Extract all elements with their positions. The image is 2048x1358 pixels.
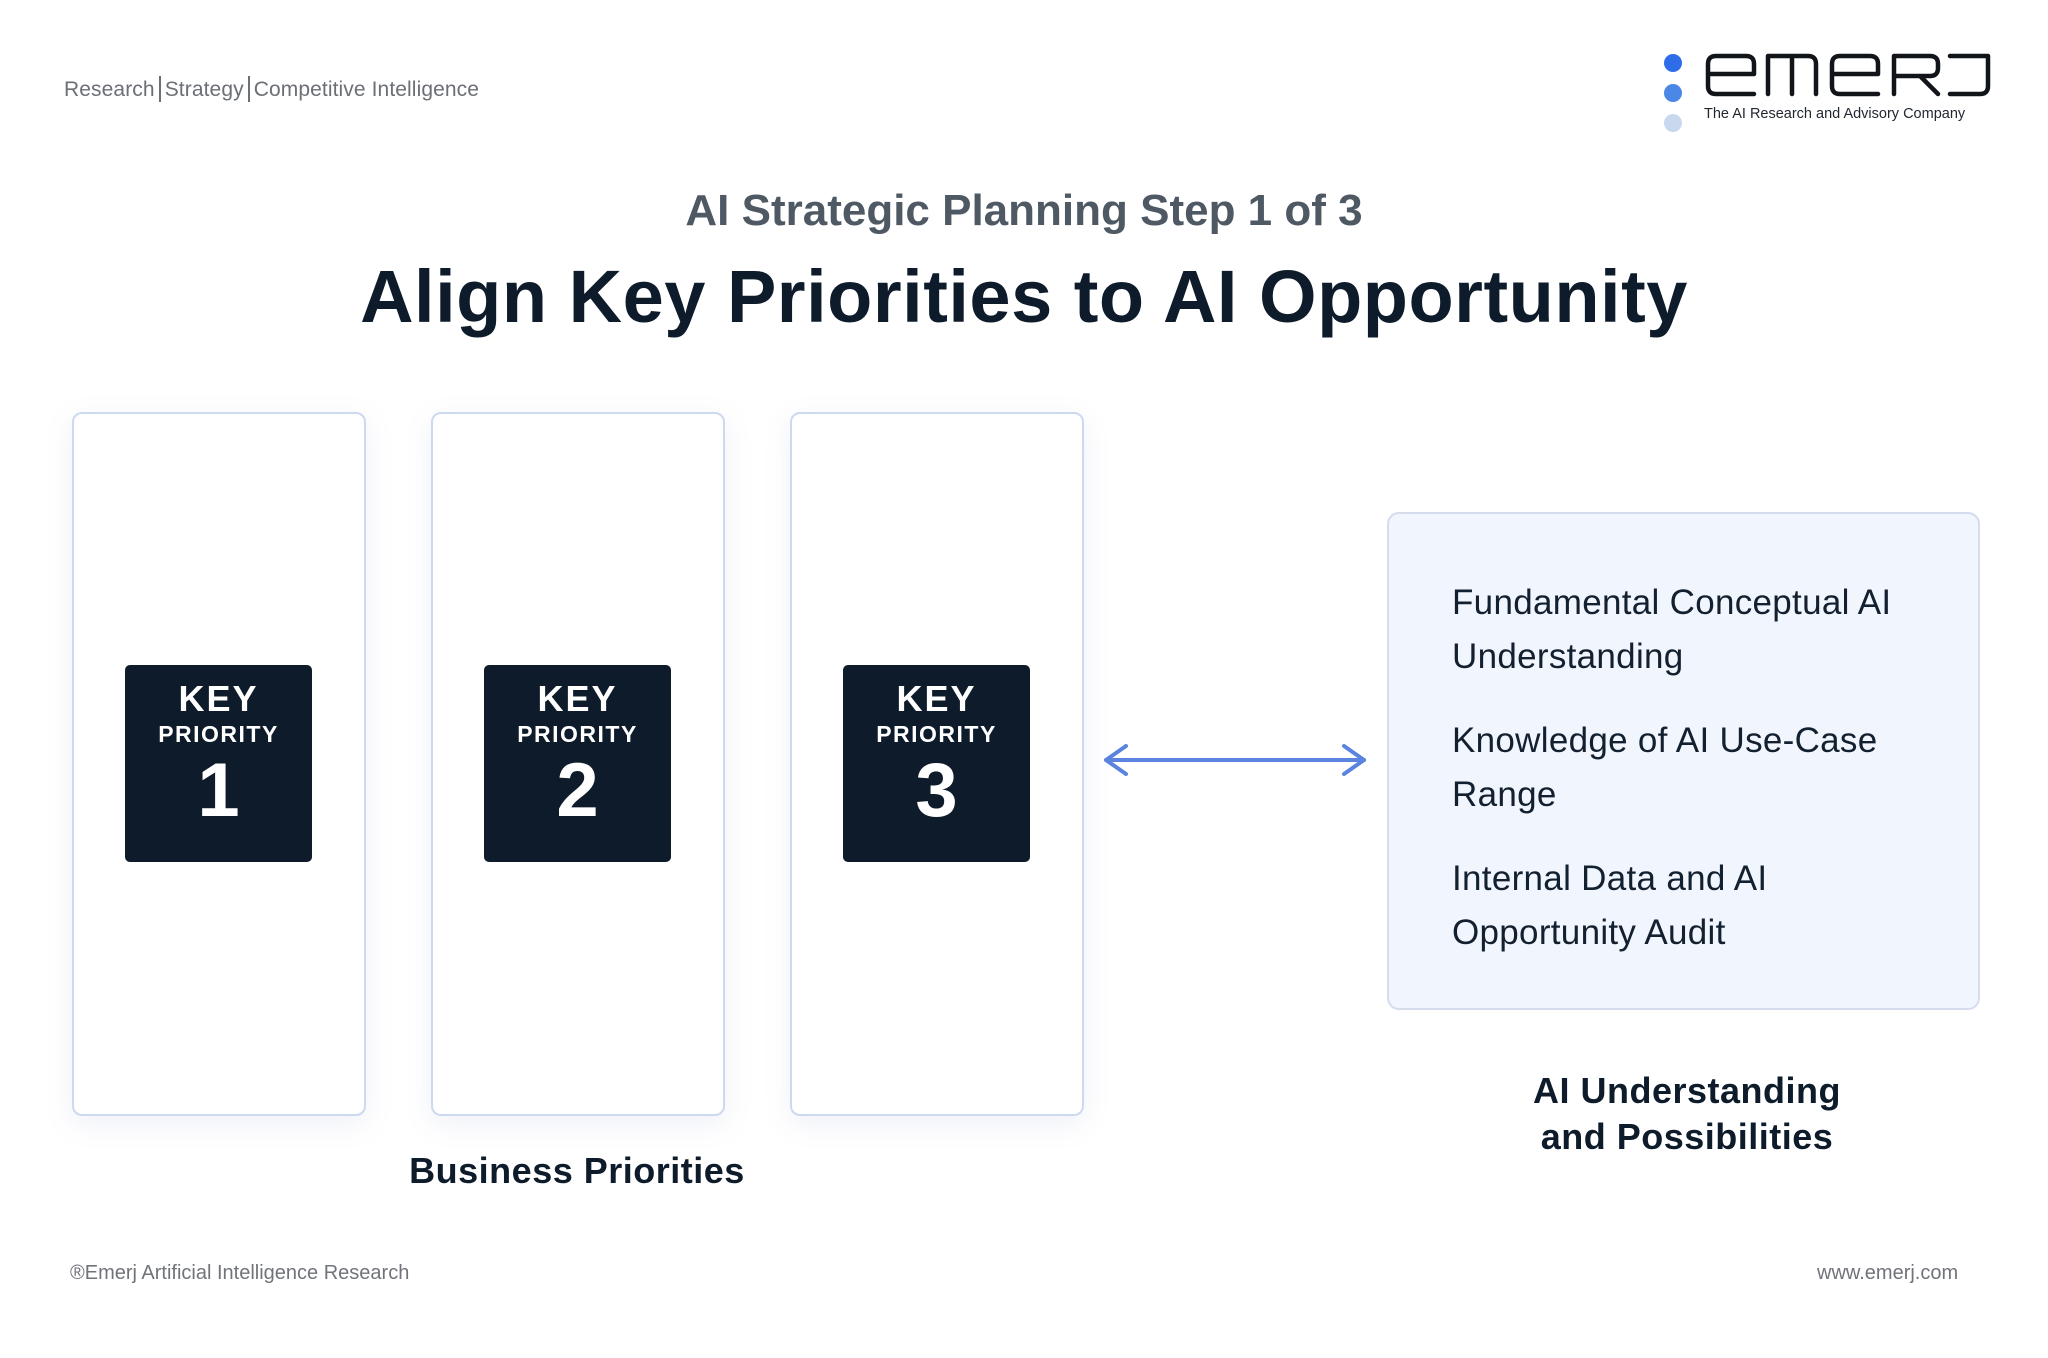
ai-understanding-label-line2: and Possibilities bbox=[1540, 1116, 1834, 1157]
business-priorities-label: Business Priorities bbox=[409, 1150, 745, 1191]
badge-priority-label: PRIORITY bbox=[158, 721, 279, 747]
badge-priority-label: PRIORITY bbox=[876, 721, 997, 747]
header-tagline: Research Strategy Competitive Intelligence bbox=[64, 76, 479, 102]
page-title: Align Key Priorities to AI Opportunity bbox=[360, 255, 1688, 338]
tagline-separator bbox=[247, 76, 250, 102]
logo-dot-icon bbox=[1664, 54, 1682, 72]
footer-website-link[interactable]: www.emerj.com bbox=[1817, 1262, 1959, 1284]
list-item: Knowledge of AI Use-Case Range bbox=[1452, 721, 1878, 814]
step-title: AI Strategic Planning Step 1 of 3 bbox=[685, 186, 1363, 235]
tagline-separator bbox=[158, 76, 161, 102]
logo-wordmark bbox=[1704, 52, 1994, 98]
badge-number: 2 bbox=[556, 748, 599, 833]
key-priority-badge-1: KEY PRIORITY 1 bbox=[125, 665, 312, 862]
ai-understanding-box: Fundamental Conceptual AI Understanding … bbox=[1387, 512, 1980, 1010]
tagline-research: Research bbox=[64, 78, 155, 101]
double-headed-arrow-icon bbox=[1100, 740, 1370, 780]
tagline-competitive-intelligence: Competitive Intelligence bbox=[253, 78, 480, 101]
list-item: Fundamental Conceptual AI Understanding bbox=[1452, 583, 1892, 676]
badge-priority-label: PRIORITY bbox=[517, 721, 638, 747]
emerj-wordmark-icon bbox=[1705, 53, 1991, 97]
key-priority-badge-2: KEY PRIORITY 2 bbox=[484, 665, 671, 862]
priority-card-1: KEY PRIORITY 1 bbox=[72, 412, 366, 1116]
badge-key-label: KEY bbox=[537, 678, 618, 719]
badge-number: 3 bbox=[915, 748, 958, 833]
logo-dot-icon bbox=[1664, 114, 1682, 132]
key-priority-badge-3: KEY PRIORITY 3 bbox=[843, 665, 1030, 862]
badge-number: 1 bbox=[197, 748, 240, 833]
tagline-strategy: Strategy bbox=[164, 78, 244, 101]
footer-copyright: ®Emerj Artificial Intelligence Research bbox=[70, 1262, 410, 1284]
logo-subtitle: The AI Research and Advisory Company bbox=[1704, 106, 1966, 122]
priority-card-3: KEY PRIORITY 3 bbox=[790, 412, 1084, 1116]
list-item: Internal Data and AI Opportunity Audit bbox=[1452, 859, 1768, 952]
ai-understanding-list: Fundamental Conceptual AI Understanding … bbox=[1389, 514, 1978, 960]
priority-card-2: KEY PRIORITY 2 bbox=[431, 412, 725, 1116]
logo-dot-icon bbox=[1664, 84, 1682, 102]
logo-dots-icon bbox=[1664, 54, 1684, 144]
badge-key-label: KEY bbox=[896, 678, 977, 719]
badge-key-label: KEY bbox=[178, 678, 259, 719]
ai-understanding-label: AI Understanding and Possibilities bbox=[1487, 1068, 1887, 1160]
emerj-logo: The AI Research and Advisory Company bbox=[1664, 50, 2004, 132]
ai-understanding-label-line1: AI Understanding bbox=[1532, 1070, 1841, 1111]
